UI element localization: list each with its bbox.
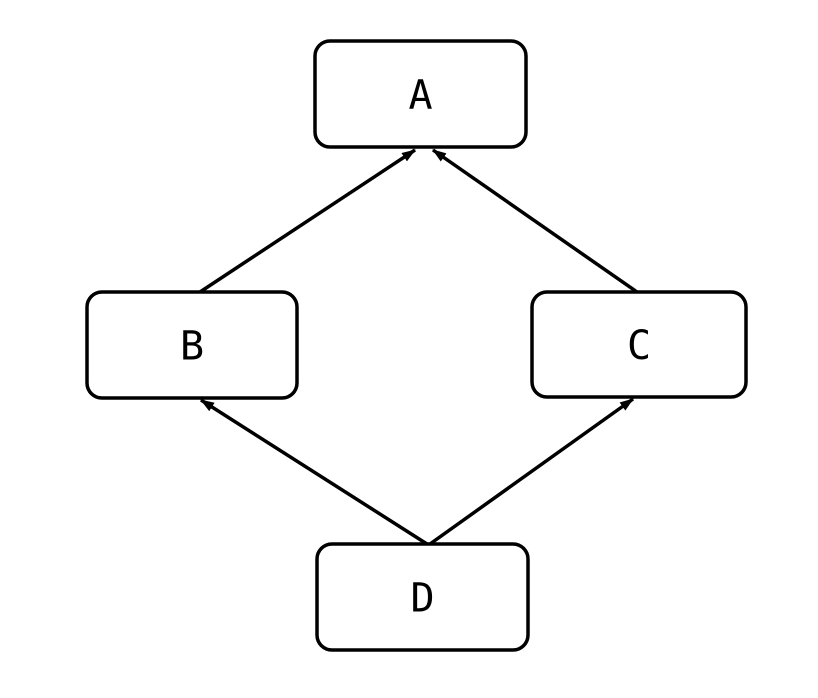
node-C-box bbox=[530, 290, 748, 399]
edge-D-to-C bbox=[428, 397, 635, 546]
node-A: A bbox=[313, 39, 528, 149]
edge-C-to-A bbox=[432, 148, 638, 294]
edge-B-to-A bbox=[199, 148, 416, 294]
node-B: B bbox=[85, 290, 299, 400]
node-B-label: B bbox=[180, 323, 204, 369]
node-A-label: A bbox=[408, 72, 432, 118]
node-D-label: D bbox=[410, 575, 434, 621]
node-D-box bbox=[315, 542, 530, 652]
nodes-layer: A B C D bbox=[85, 39, 748, 652]
node-D: D bbox=[315, 542, 530, 652]
node-C: C bbox=[530, 290, 748, 399]
edges-layer bbox=[199, 148, 638, 546]
node-B-box bbox=[85, 290, 299, 400]
node-A-box bbox=[313, 39, 528, 149]
node-C-label: C bbox=[627, 323, 651, 369]
edge-D-to-B bbox=[200, 398, 428, 546]
